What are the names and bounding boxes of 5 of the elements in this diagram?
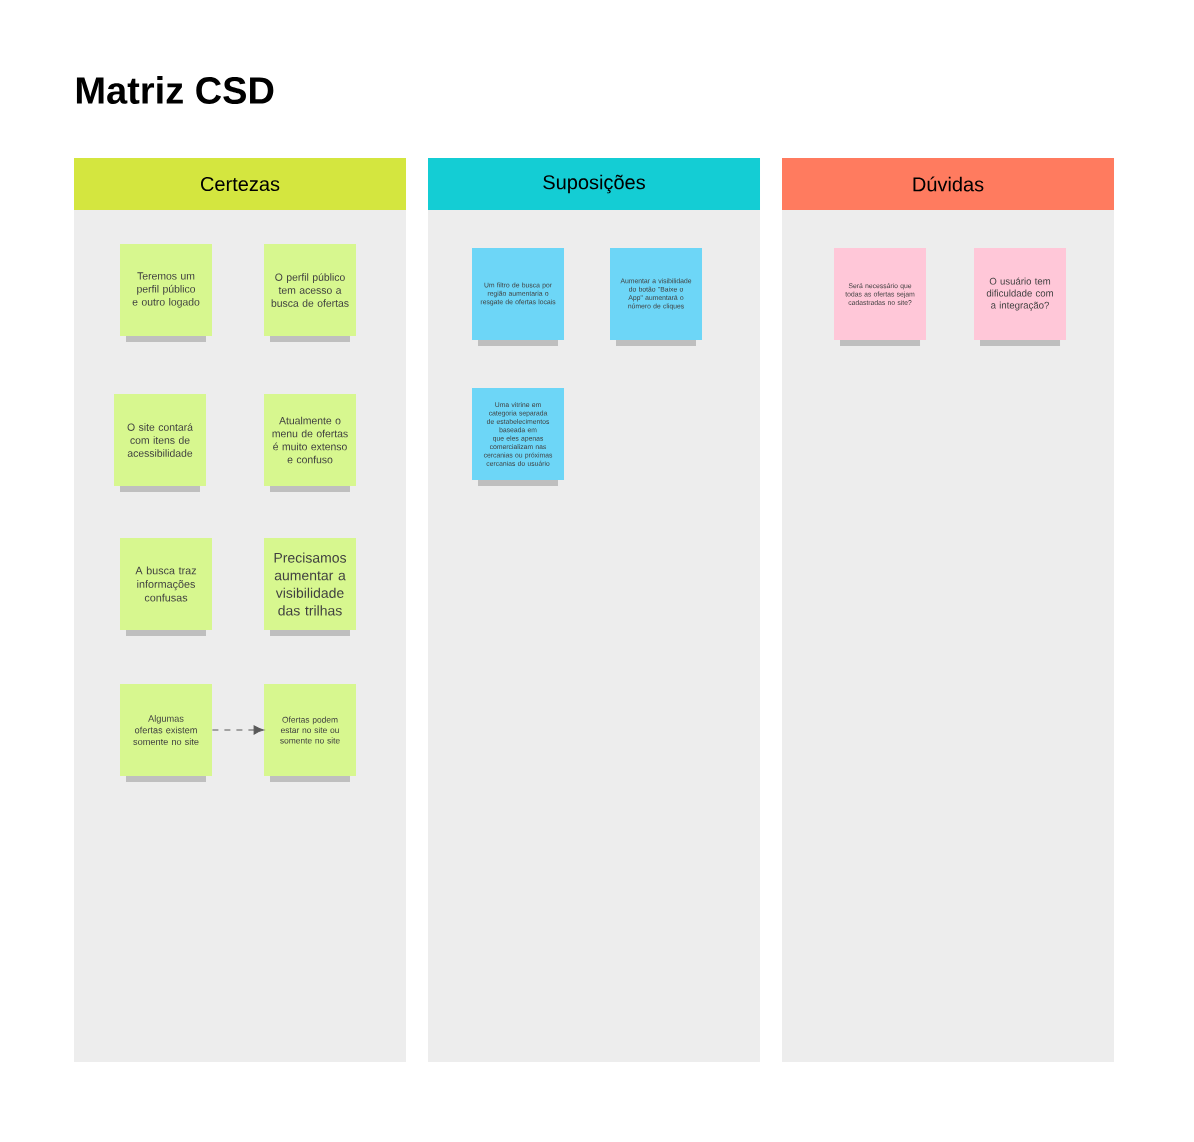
- connector: [211, 725, 264, 735]
- node-label: Certezas: [200, 176, 280, 192]
- title: Matriz CSD: [76, 76, 274, 104]
- node-label: Suposições: [543, 174, 645, 194]
- node-label: Dúvidas: [913, 176, 984, 192]
